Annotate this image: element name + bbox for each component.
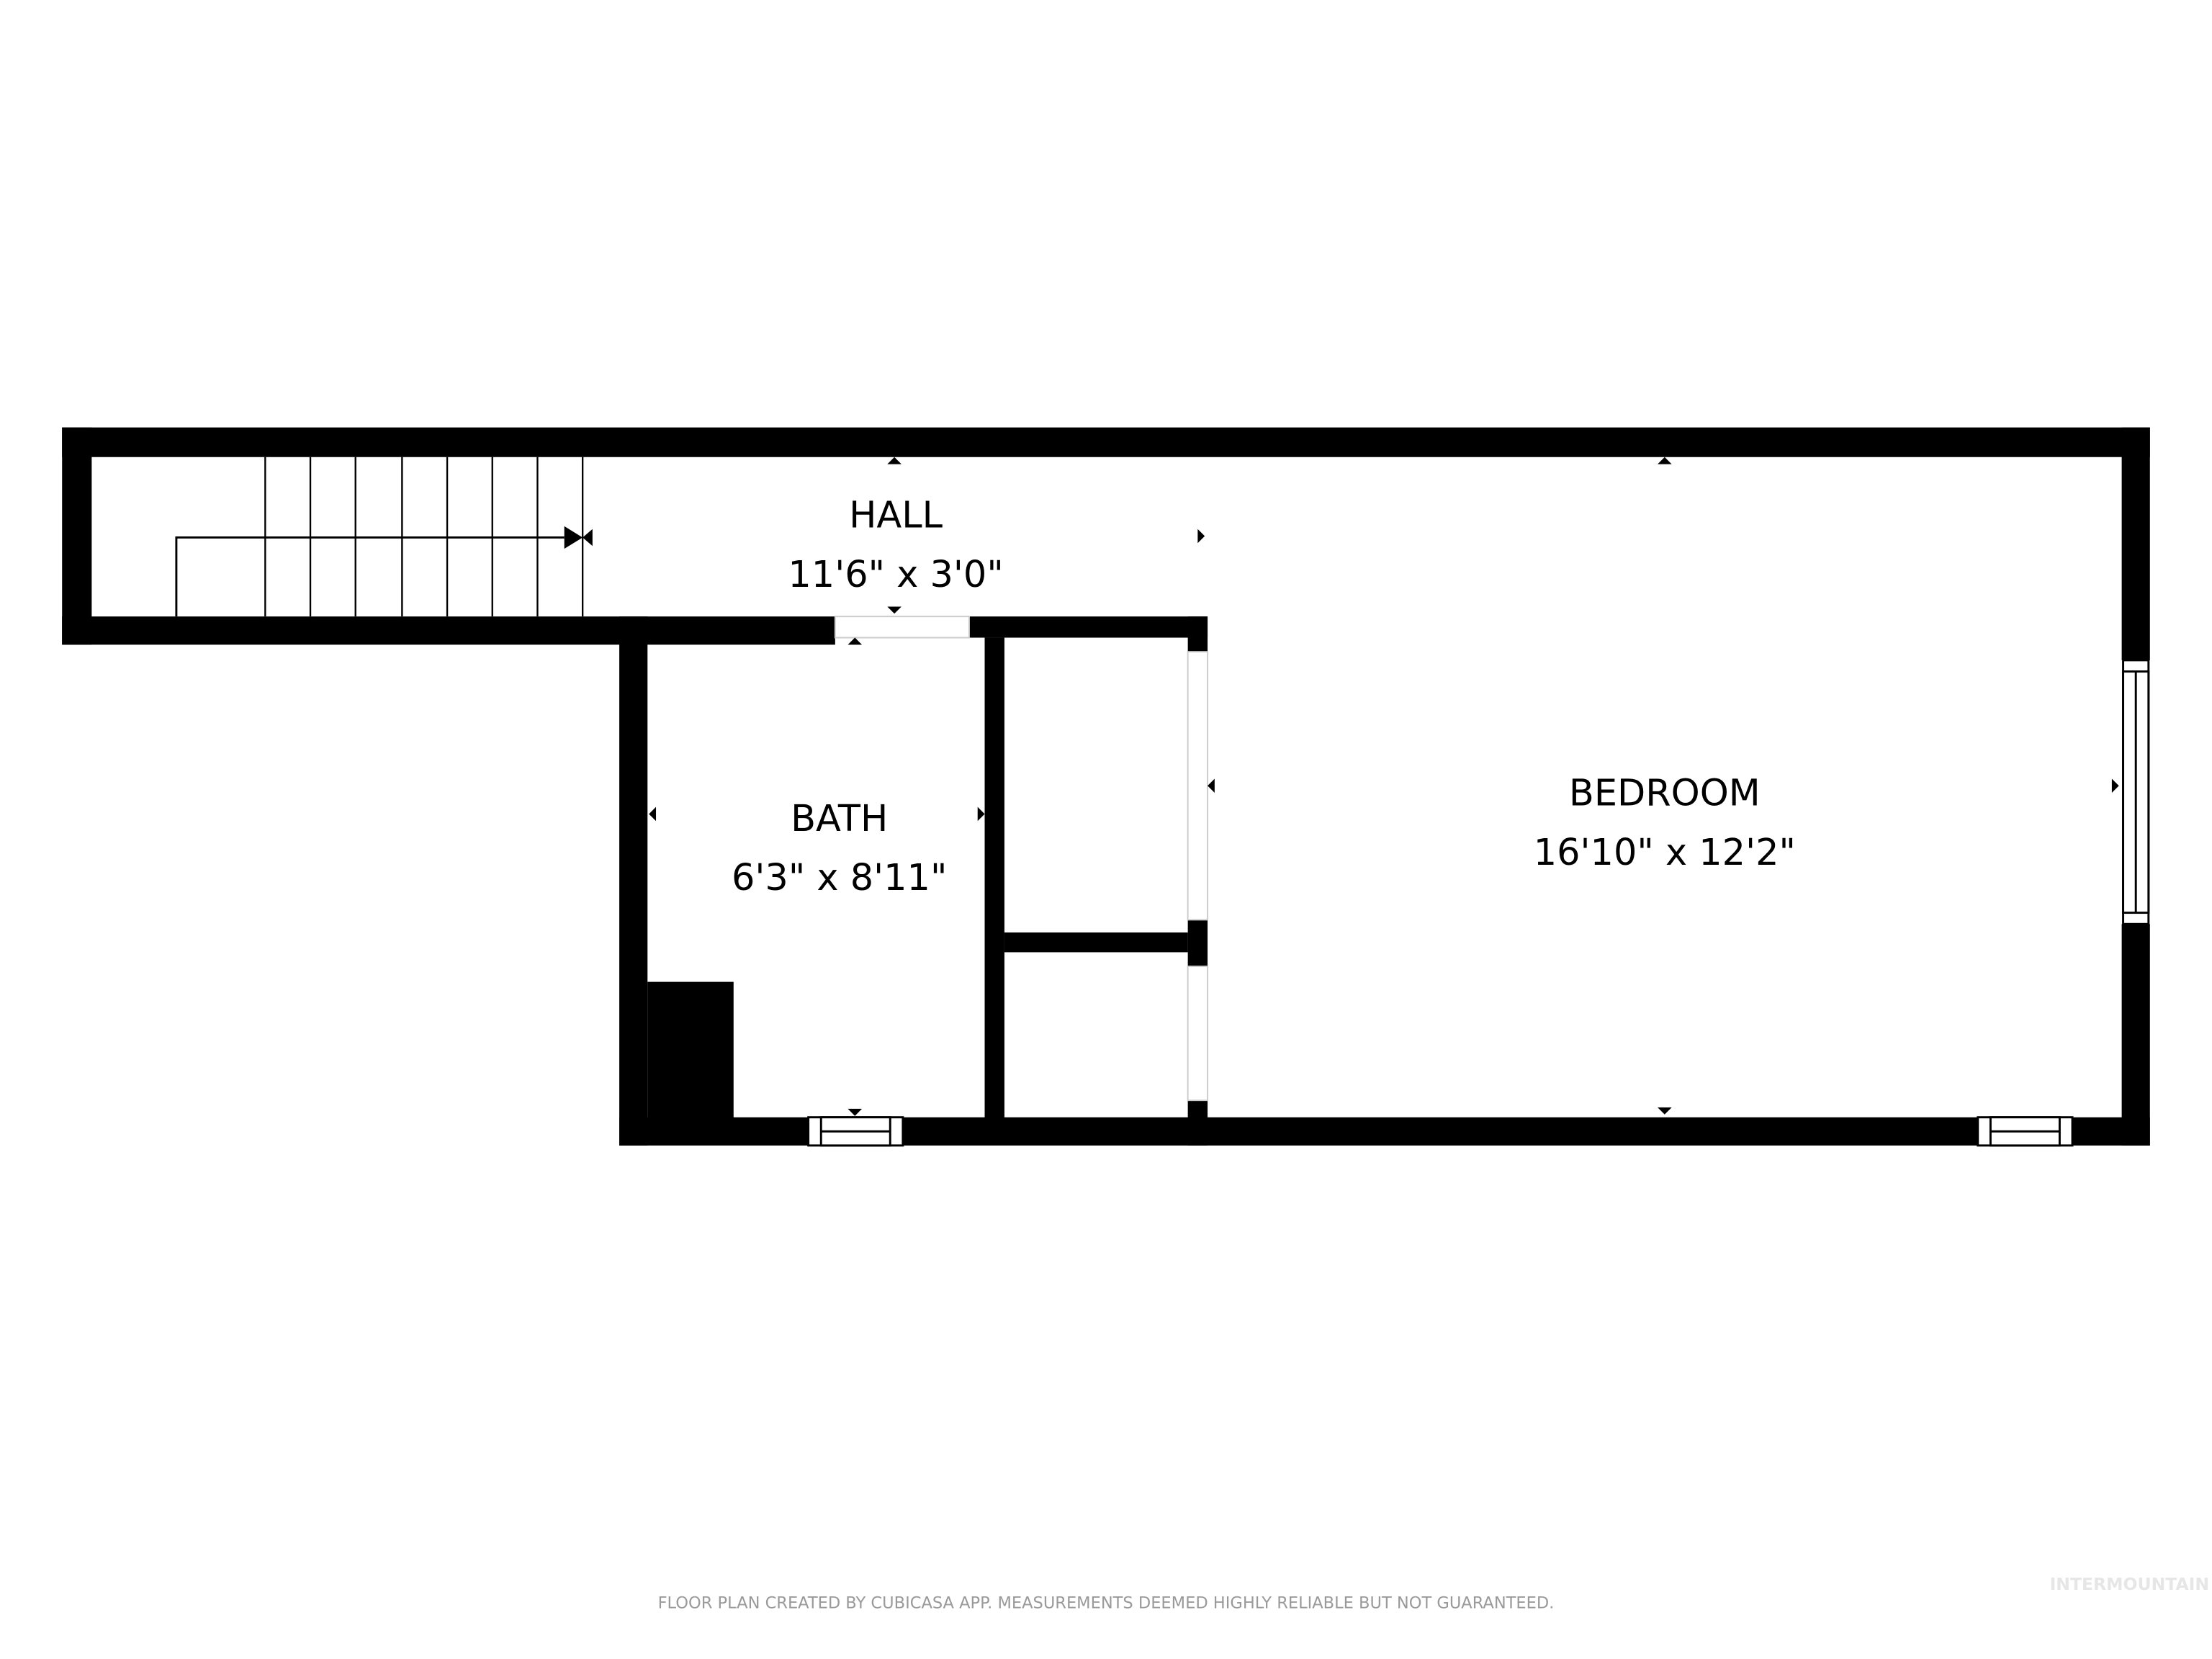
window-icon xyxy=(807,659,2150,1147)
dimension-markers xyxy=(649,457,2119,1116)
room-dimensions: 11'6" x 3'0" xyxy=(788,554,1003,596)
room-name: BATH xyxy=(791,798,888,840)
bath-door-opening xyxy=(834,616,970,639)
watermark-text: INTERMOUNTAIN xyxy=(2050,1574,2210,1594)
room-bath: BATH 6'3" x 8'11" xyxy=(732,798,947,899)
stairs-icon xyxy=(175,457,584,617)
closet-doors xyxy=(1187,651,1209,1102)
room-name: BEDROOM xyxy=(1569,773,1761,815)
room-bedroom: BEDROOM 16'10" x 12'2" xyxy=(1534,773,1796,874)
room-name: HALL xyxy=(849,495,943,537)
room-dimensions: 16'10" x 12'2" xyxy=(1534,832,1796,874)
room-dimensions: 6'3" x 8'11" xyxy=(732,857,947,899)
disclaimer-text: FLOOR PLAN CREATED BY CUBICASA APP. MEAS… xyxy=(658,1593,1555,1612)
walls xyxy=(62,427,2150,1146)
room-hall: HALL 11'6" x 3'0" xyxy=(788,495,1003,596)
stairs-arrow-icon xyxy=(564,526,593,549)
